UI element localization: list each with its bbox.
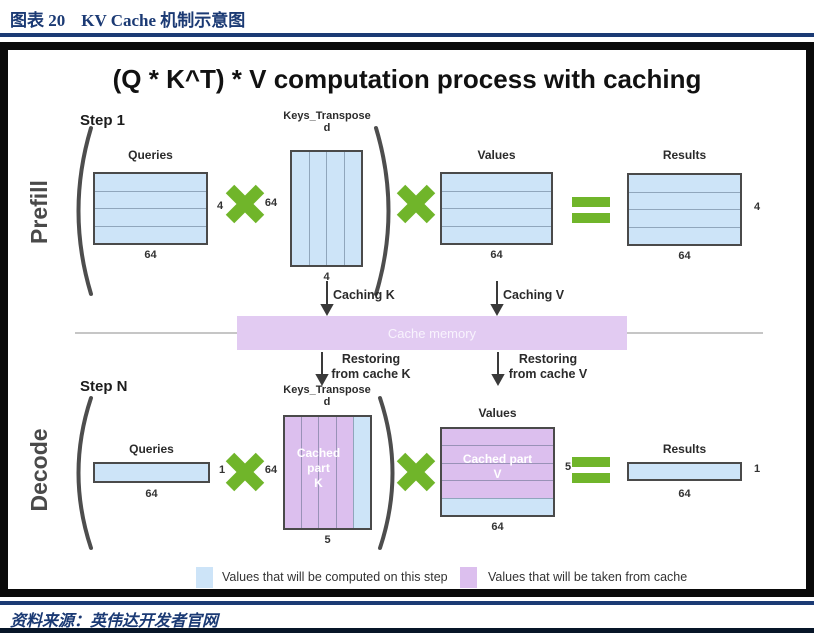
- values-matrix-stepN: [440, 427, 555, 517]
- results-stepN-row-dim: 1: [753, 463, 761, 475]
- values-matrix-step1: [440, 172, 553, 245]
- step1-label: Step 1: [80, 112, 126, 129]
- restoring-k-line1: Restoring: [341, 352, 401, 366]
- queries-step1-row-dim: 4: [216, 200, 224, 212]
- cached-v-line1: Cached part: [462, 452, 533, 466]
- results-step1-row-dim: 4: [753, 201, 761, 213]
- keys-label-step1: Keys_Transpose d: [281, 110, 373, 134]
- restoring-v-label: Restoring from cache V: [503, 352, 593, 382]
- values-stepN-row-dim: 5: [564, 461, 572, 473]
- cached-k-line2: part: [307, 461, 330, 475]
- values-label-step1: Values: [477, 148, 516, 162]
- restoring-v-line1: Restoring: [518, 352, 578, 366]
- results-matrix-step1: [627, 173, 742, 246]
- prefill-section-label: Prefill: [26, 180, 52, 244]
- keys-stepN-col-dim: 5: [324, 534, 331, 546]
- restoring-v-line2: from cache V: [508, 367, 588, 381]
- queries-stepN-row-dim: 1: [218, 464, 226, 476]
- keys-matrix-stepN: [283, 415, 372, 530]
- keys-label-line1: Keys_Transpose: [283, 384, 371, 396]
- legend-swatch-computed: [196, 567, 213, 588]
- results-matrix-stepN: [627, 462, 742, 481]
- queries-matrix-stepN: [93, 462, 210, 483]
- legend-label-computed: Values that will be computed on this ste…: [222, 570, 448, 584]
- results-step1-col-dim: 64: [678, 250, 691, 262]
- keys-matrix-step1: [290, 150, 363, 267]
- results-stepN-col-dim: 64: [678, 488, 691, 500]
- cached-k-line1: Cached: [296, 446, 341, 460]
- cached-v-line2: V: [493, 467, 502, 481]
- queries-step1-col-dim: 64: [144, 249, 157, 261]
- keys-step1-col-dim: 4: [323, 271, 330, 283]
- cached-part-k-text: Cached part K: [283, 446, 354, 491]
- legend-label-cached: Values that will be taken from cache: [488, 570, 688, 584]
- legend-swatch-cached: [460, 567, 477, 588]
- bottom-edge-bar: [0, 628, 814, 633]
- caching-v-label: Caching V: [503, 288, 565, 302]
- cached-part-v-text: Cached part V: [440, 452, 555, 482]
- decode-section-label: Decode: [26, 428, 52, 512]
- figure-title: KV Cache 机制示意图: [81, 11, 246, 30]
- restoring-k-line2: from cache K: [331, 367, 411, 381]
- cache-memory-bar: Cache memory: [237, 316, 627, 350]
- results-label-step1: Results: [662, 148, 707, 162]
- caching-k-label: Caching K: [333, 288, 395, 302]
- queries-label-step1: Queries: [128, 148, 173, 162]
- keys-stepN-row-dim: 64: [264, 464, 278, 476]
- source-text: 资料来源：英伟达开发者官网: [10, 613, 219, 630]
- queries-matrix-step1: [93, 172, 208, 245]
- queries-label-stepN: Queries: [129, 442, 174, 456]
- keys-label-line2: d: [323, 396, 331, 408]
- values-stepN-col-dim: 64: [491, 521, 504, 533]
- values-label-stepN: Values: [478, 406, 517, 420]
- footer-rule: [0, 601, 814, 605]
- queries-stepN-col-dim: 64: [145, 488, 158, 500]
- stepN-label: Step N: [80, 378, 128, 395]
- keys-label-line2: d: [323, 122, 331, 134]
- diagram-title: (Q * K^T) * V computation process with c…: [112, 64, 702, 94]
- keys-step1-row-dim: 64: [264, 197, 278, 209]
- restoring-k-label: Restoring from cache K: [326, 352, 416, 382]
- header-rule: [0, 33, 814, 37]
- cached-k-line3: K: [314, 476, 323, 490]
- report-header: 图表 20 KV Cache 机制示意图: [10, 6, 245, 31]
- values-step1-col-dim: 64: [490, 249, 503, 261]
- keys-label-stepN: Keys_Transpose d: [281, 384, 373, 408]
- results-label-stepN: Results: [662, 442, 707, 456]
- cache-memory-label: Cache memory: [387, 325, 477, 341]
- keys-label-line1: Keys_Transpose: [283, 110, 371, 122]
- figure-number: 图表 20: [10, 11, 66, 30]
